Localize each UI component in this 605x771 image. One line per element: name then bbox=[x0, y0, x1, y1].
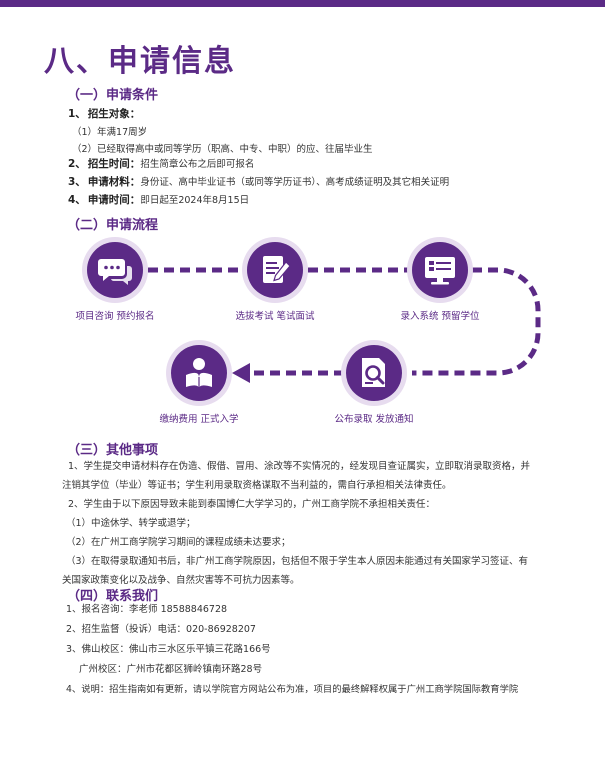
step-3-circle bbox=[412, 242, 468, 298]
contact-line: 广州校区：广州市花都区狮岭镇南环路28号 bbox=[79, 664, 263, 675]
item-number: 2、 bbox=[68, 158, 86, 170]
item-label: 招生对象： bbox=[87, 108, 141, 120]
computer-monitor-icon bbox=[425, 257, 455, 285]
item-text: 身份证、高中毕业证书（或同等学历证书）、高考成绩证明及其它相关证明 bbox=[140, 177, 450, 188]
paragraph-line: 注销其学位（毕业）等证书；学生利用录取资格谋取不当利益的，需自行承担相关法律责任… bbox=[62, 480, 452, 491]
item-number: 1、 bbox=[68, 108, 86, 120]
item-number: 3、 bbox=[68, 176, 86, 188]
step-2-circle bbox=[247, 242, 303, 298]
contact-line: 3、佛山校区：佛山市三水区乐平镇三花路166号 bbox=[66, 644, 271, 655]
item-label: 申请材料： bbox=[87, 176, 141, 188]
flow-arrowhead-icon bbox=[232, 363, 250, 383]
paragraph-line: 1、学生提交申请材料存在伪造、假借、冒用、涂改等不实情况的，经发现目查证属实，立… bbox=[68, 461, 531, 472]
paragraph-line: 关国家政策变化以及战争、自然灾害等不可抗力因素等。 bbox=[62, 575, 300, 586]
step-2-label: 选拔考试 笔试面试 bbox=[235, 311, 315, 322]
item-text: 招生简章公布之后即可报名 bbox=[140, 159, 255, 170]
paragraph-line: （1）中途休学、转学或退学； bbox=[66, 518, 196, 529]
section-heading-contact: （四）联系我们 bbox=[67, 589, 159, 604]
condition-item-4: 4、申请时间：即日起至2024年8月15日 bbox=[68, 192, 249, 207]
step-5-circle bbox=[171, 345, 227, 401]
section-heading-other-matters: （三）其他事项 bbox=[67, 443, 159, 458]
step-1-circle bbox=[87, 242, 143, 298]
step-4-circle bbox=[346, 345, 402, 401]
section-heading-process: （二）申请流程 bbox=[67, 218, 159, 233]
step-3-label: 录入系统 预留学位 bbox=[400, 311, 480, 322]
item-number: 4、 bbox=[68, 194, 86, 206]
magnifier-document-icon bbox=[362, 358, 385, 387]
condition-item-3: 3、申请材料：身份证、高中毕业证书（或同等学历证书）、高考成绩证明及其它相关证明 bbox=[68, 174, 449, 189]
step-5-label: 缴纳费用 正式入学 bbox=[159, 414, 239, 425]
step-4-label: 公布录取 发放通知 bbox=[334, 414, 414, 425]
condition-item-2: 2、招生时间：招生简章公布之后即可报名 bbox=[68, 156, 254, 171]
condition-sub-age: （1）年满17周岁 bbox=[72, 127, 148, 138]
contact-info: 1、报名咨询：李老师 18588846728 2、招生监督（投诉）电话：020-… bbox=[66, 600, 586, 700]
step-1-label: 项目咨询 预约报名 bbox=[75, 311, 155, 322]
section-heading-conditions: （一）申请条件 bbox=[67, 88, 159, 103]
top-purple-bar bbox=[0, 0, 605, 7]
contact-line: 2、招生监督（投诉）电话：020-86928207 bbox=[66, 624, 256, 635]
other-matters-text: 1、学生提交申请材料存在伪造、假借、冒用、涂改等不实情况的，经发现目查证属实，立… bbox=[62, 457, 547, 590]
chat-bubbles-icon bbox=[98, 259, 132, 285]
paragraph-line: （3）在取得录取通知书后，非广州工商学院原因，包括但不限于学生本人原因未能通过有… bbox=[66, 556, 529, 567]
paragraph-line: （2）在广州工商学院学习期间的课程成绩未达要求； bbox=[66, 537, 291, 548]
item-label: 招生时间： bbox=[87, 158, 141, 170]
item-label: 申请时间： bbox=[87, 194, 141, 206]
condition-item-1: 1、招生对象： bbox=[68, 106, 140, 121]
page-title: 八、申请信息 bbox=[44, 44, 236, 79]
contact-line: 1、报名咨询：李老师 18588846728 bbox=[66, 604, 228, 615]
contact-line: 4、说明：招生指南如有更新，请以学院官方网站公布为准，项目的最终解释权属于广州工… bbox=[66, 684, 519, 695]
student-reading-icon bbox=[186, 358, 212, 389]
item-text: 即日起至2024年8月15日 bbox=[140, 195, 250, 206]
condition-sub-education: （2）已经取得高中或同等学历（职高、中专、中职）的应、往届毕业生 bbox=[72, 144, 373, 155]
document-pen-icon bbox=[263, 256, 291, 283]
paragraph-line: 2、学生由于以下原因导致未能到泰国博仁大学学习的，广州工商学院不承担相关责任： bbox=[68, 499, 436, 510]
